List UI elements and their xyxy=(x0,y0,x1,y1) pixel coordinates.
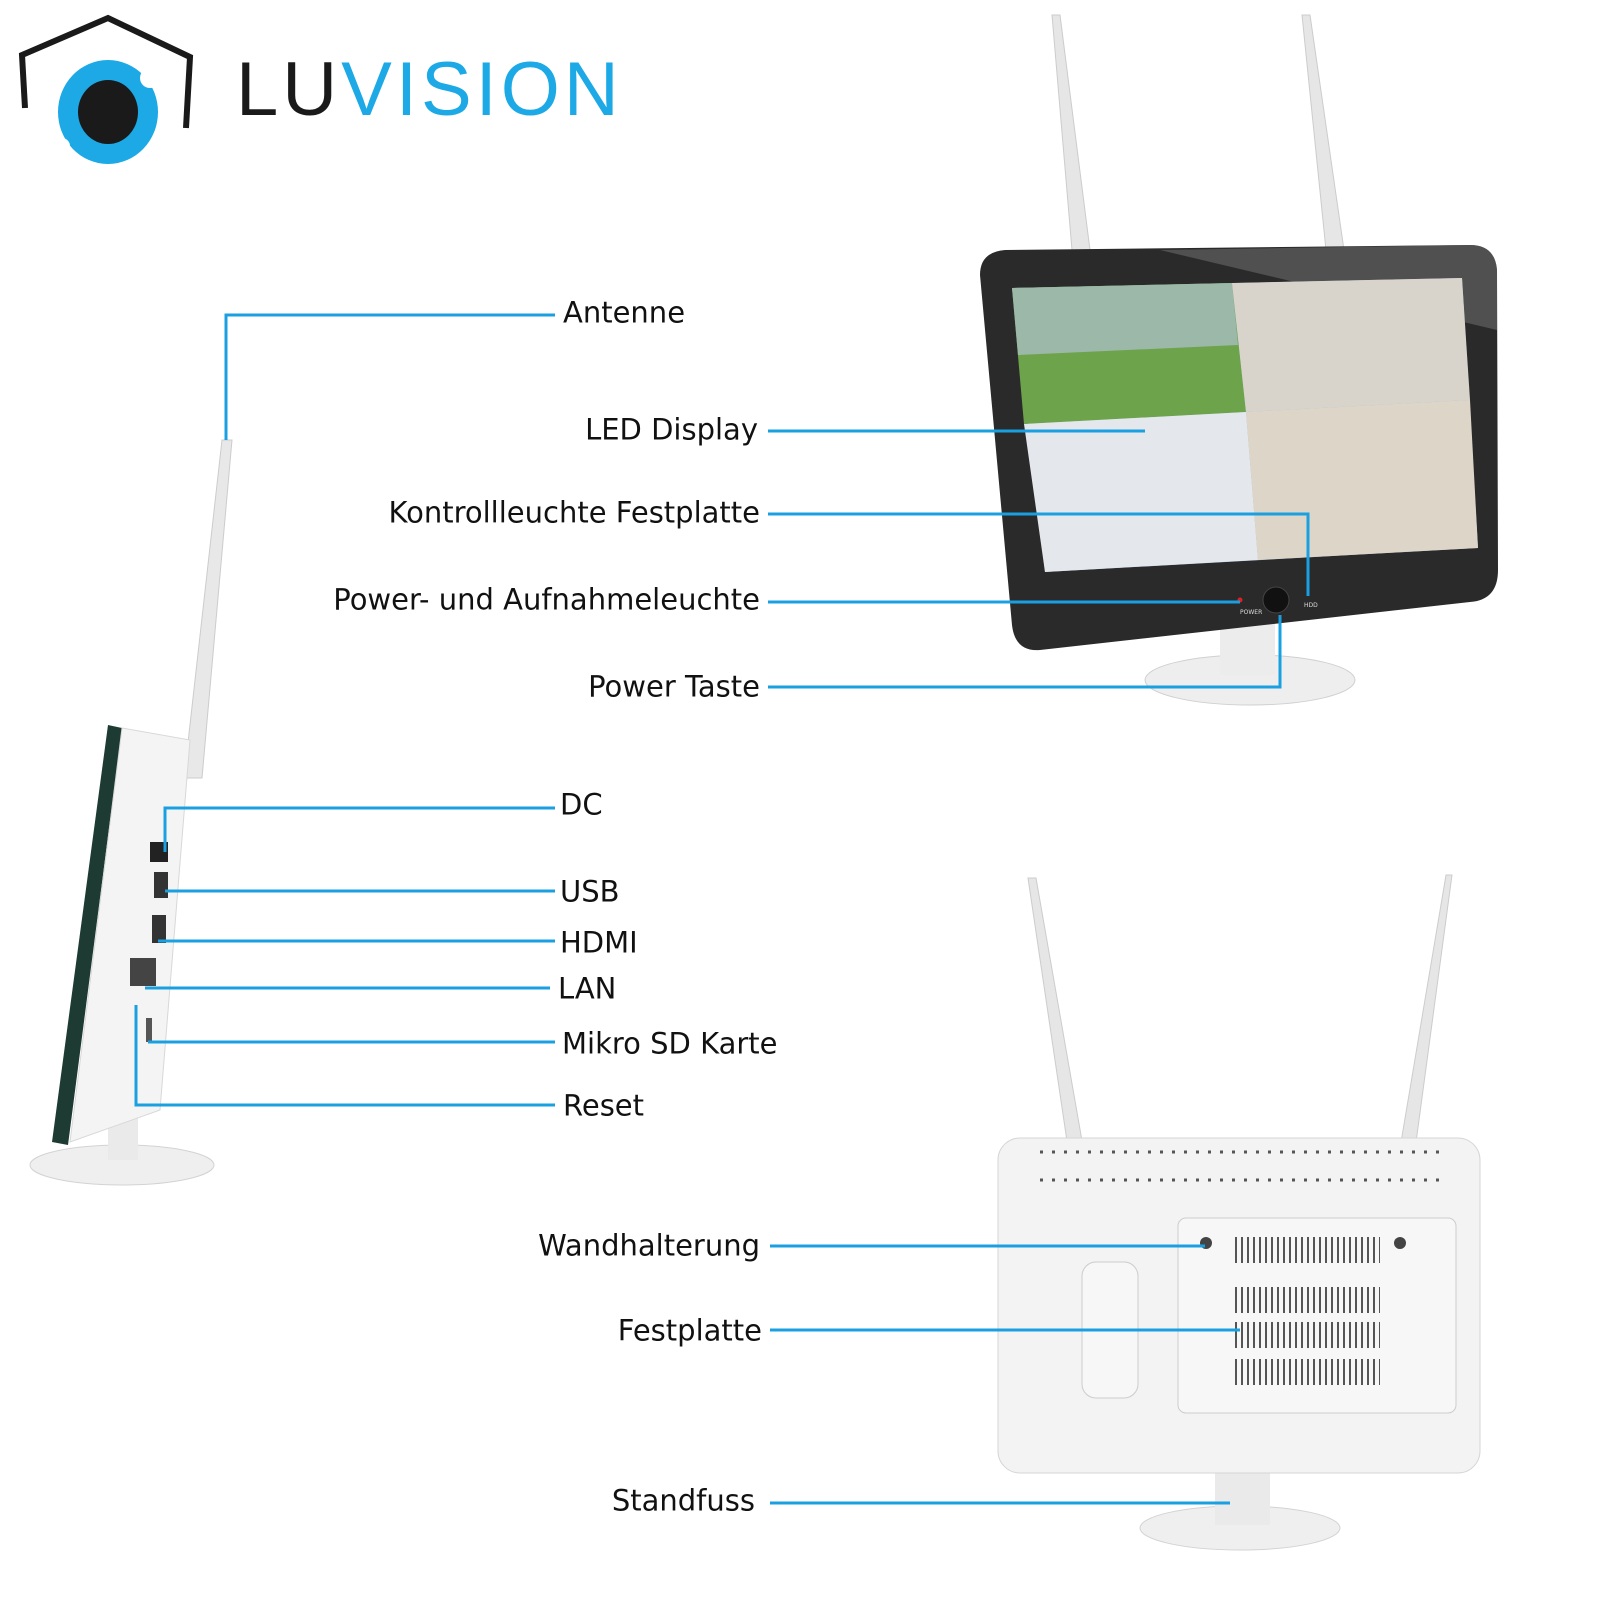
label-power-aufnahmeleuchte: Power- und Aufnahmeleuchte xyxy=(333,582,760,617)
side-monitor-icon xyxy=(29,439,233,1186)
label-kontrollleuchte-festplatte: Kontrollleuchte Festplatte xyxy=(388,495,760,530)
hdd-mark: HDD xyxy=(1304,602,1318,609)
luvision-logo-icon xyxy=(18,14,194,164)
brand-part-lu: LU xyxy=(236,47,342,132)
label-standfuss: Standfuss xyxy=(611,1483,755,1518)
brand-wordmark: LUVISION xyxy=(236,52,623,128)
label-mikro-sd-karte: Mikro SD Karte xyxy=(562,1026,778,1061)
leader-kontrollleuchte xyxy=(768,512,1310,596)
label-wandhalterung: Wandhalterung xyxy=(538,1228,760,1263)
back-monitor-icon xyxy=(997,874,1481,1551)
label-dc: DC xyxy=(560,787,603,822)
label-lan: LAN xyxy=(558,971,617,1006)
leader-reset xyxy=(134,1005,555,1107)
leader-lines xyxy=(134,313,1310,1505)
label-festplatte: Festplatte xyxy=(617,1313,762,1348)
label-reset: Reset xyxy=(563,1088,645,1123)
label-power-taste: Power Taste xyxy=(588,669,760,704)
leader-dc xyxy=(163,806,555,852)
brand-part-vision: VISION xyxy=(341,47,623,132)
label-led-display: LED Display xyxy=(585,412,758,447)
label-antenne: Antenne xyxy=(563,295,686,330)
leader-power-taste xyxy=(768,615,1282,689)
power-mark: POWER xyxy=(1240,609,1262,616)
label-hdmi: HDMI xyxy=(560,925,638,960)
front-monitor-icon: POWER HDD xyxy=(980,14,1498,706)
leader-antenne xyxy=(224,313,555,440)
label-usb: USB xyxy=(560,874,620,909)
